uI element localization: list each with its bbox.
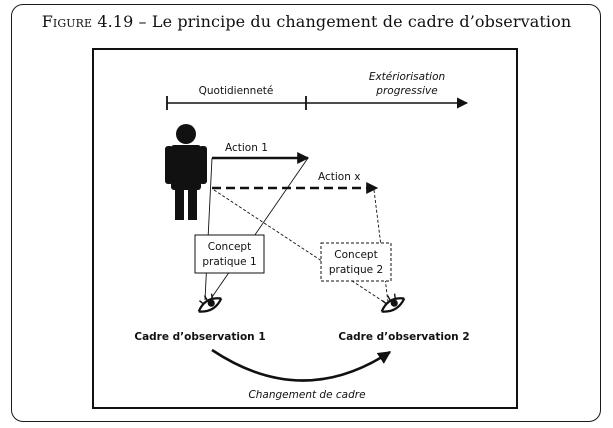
connector-line	[209, 157, 309, 301]
frame-1-label: Cadre d’observation 1	[134, 331, 265, 343]
concept-1-line2: pratique 1	[202, 256, 256, 268]
eye-icon	[197, 293, 223, 313]
action-1-label: Action 1	[225, 142, 268, 154]
concept-box-2	[320, 242, 392, 282]
connector-line-dashed	[213, 189, 385, 303]
timeline-label-exteriorisation: Extériorisation	[369, 71, 445, 83]
frame-2-label: Cadre d’observation 2	[338, 331, 469, 343]
concept-box-1	[194, 234, 265, 274]
figure-caption: Figure 4.19 – Le principe du changement …	[0, 12, 613, 31]
concept-2-line1: Concept	[334, 249, 377, 261]
timeline-label-progressive: progressive	[375, 85, 437, 97]
timeline-label-quotidiennete: Quotidienneté	[199, 85, 274, 97]
connector-line	[204, 157, 213, 301]
caption-separator: –	[138, 12, 147, 31]
change-arc-arrow	[211, 348, 392, 382]
concept-2-line2: pratique 2	[329, 264, 383, 276]
concept-1-line1: Concept	[208, 241, 251, 253]
diagram-box	[92, 48, 518, 409]
figure-label: Figure 4.19	[41, 12, 134, 31]
person-icon	[165, 124, 207, 220]
figure-title: Le principe du changement de cadre d’obs…	[151, 12, 572, 31]
eye-icon	[380, 293, 406, 313]
action-x-label: Action x	[318, 171, 360, 183]
change-label: Changement de cadre	[248, 389, 365, 401]
